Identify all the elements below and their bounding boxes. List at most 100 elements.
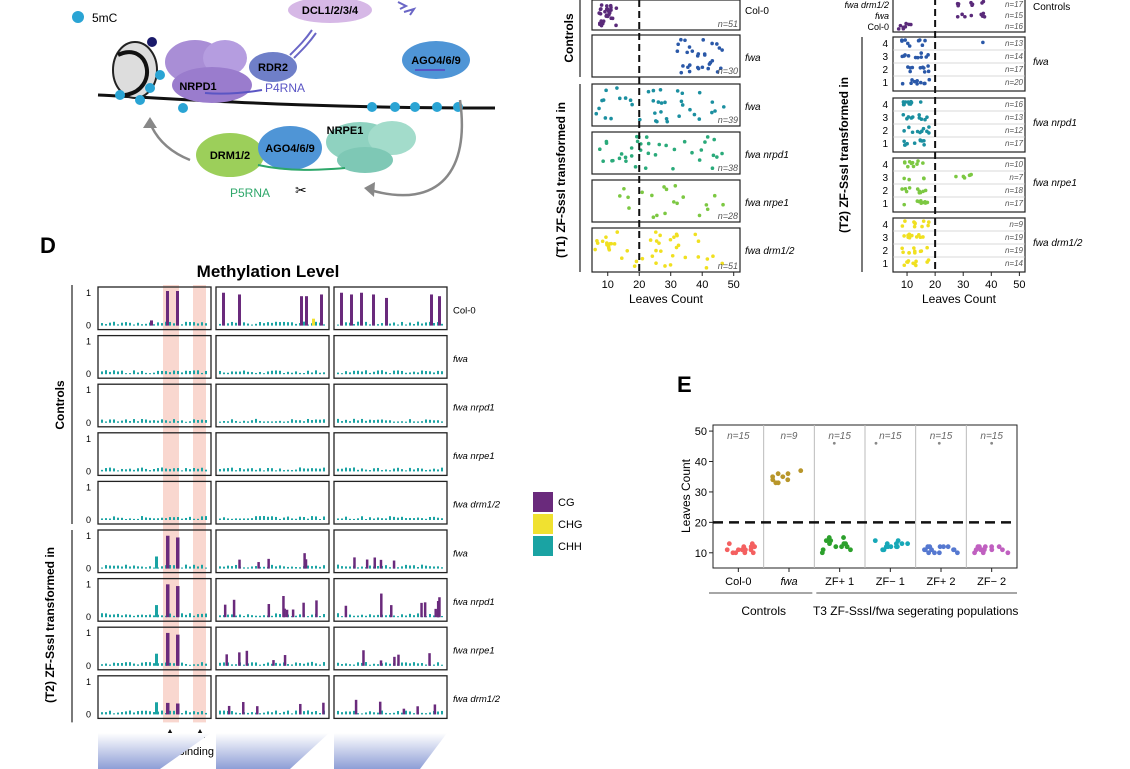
nrpd1-label: NRPD1: [179, 81, 216, 93]
panel-d-bar-chh: [385, 420, 387, 423]
panel-d-bar-chh: [283, 517, 285, 520]
panel-b-point: [676, 42, 680, 47]
panel-c-point: [901, 102, 906, 107]
panel-e-point: [823, 538, 829, 544]
panel-d-bar-cg: [365, 559, 369, 569]
panel-c-point: [907, 177, 911, 182]
panel-d-bar-chh: [377, 324, 379, 326]
panel-e-xtick-label: ZF− 1: [876, 576, 905, 588]
panel-c-point: [902, 160, 907, 164]
panel-d-row-label: fwa nrpd1: [453, 597, 495, 608]
panel-d-bar-chh: [283, 421, 285, 423]
panel-d-bar-chh: [323, 467, 325, 472]
panel-b-point: [664, 187, 669, 192]
dcl-label: DCL1/2/3/4: [302, 5, 359, 17]
panel-b-point: [618, 194, 622, 198]
panel-d-bar-chh: [101, 371, 103, 375]
panel-d-bar-chh: [397, 567, 399, 569]
panel-d-bar-chh: [189, 613, 191, 618]
panel-d-bar-chh: [189, 664, 191, 666]
panel-d-bar-chh: [263, 566, 265, 569]
panel-d-bar-chh: [397, 711, 399, 715]
panel-b-point: [705, 207, 710, 212]
panel-d-bar-chh: [291, 566, 293, 569]
panel-c-point: [925, 115, 929, 119]
panel-c-xtick-label: 20: [929, 279, 941, 291]
panel-d-bar-chh: [109, 371, 111, 375]
panel-d-bar-chh: [231, 467, 233, 472]
panel-b-point: [672, 147, 677, 152]
panel-b-point: [635, 139, 640, 144]
panel-c-group-label: fwa nrpd1: [1033, 118, 1077, 129]
panel-d-bar-chh: [437, 517, 439, 520]
panel-b-point: [607, 246, 611, 251]
panel-d-ytick-label: 0: [86, 321, 91, 331]
panel-d-legend-swatch: [533, 536, 553, 556]
panel-d-track-frame: [215, 480, 330, 525]
panel-b-point: [679, 70, 684, 75]
panel-c-point: [910, 130, 915, 135]
zf-binding-band: [193, 285, 206, 723]
panel-d-bar-chh: [133, 663, 135, 666]
panel-d-bar-chh: [291, 419, 293, 423]
panel-b-xtick-label: 30: [665, 279, 677, 291]
panel-d-bar-cg: [166, 584, 170, 618]
panel-d-bar-chh: [161, 663, 163, 666]
panel-d-letter: D: [40, 233, 56, 258]
panel-d-bar-chh: [413, 615, 415, 618]
panel-c-point: [903, 219, 907, 223]
panel-e-point: [785, 471, 791, 477]
panel-d-bar-chh: [341, 566, 343, 569]
panel-d-bar-cg: [354, 699, 358, 715]
panel-d-bar-chh: [311, 661, 313, 666]
panel-b-point: [683, 255, 688, 260]
panel-d-bar-chh: [361, 713, 363, 715]
panel-d-bar-cg: [402, 708, 406, 715]
panel-d-ytick-label: 0: [86, 709, 91, 719]
p5rna-label: P5RNA: [230, 186, 270, 200]
panel-d-bar-chh: [279, 322, 281, 326]
panel-d-row-label: Col-0: [453, 305, 476, 316]
panel-d-bar-chh: [425, 565, 427, 569]
panel-b-point: [697, 158, 702, 162]
panel-b-point: [687, 45, 692, 49]
panel-d-bar-chh: [227, 614, 229, 618]
panel-d-bar-chh: [377, 419, 379, 423]
panel-d-bar-chh: [117, 712, 119, 715]
panel-b-point: [630, 102, 634, 107]
panel-c-n-label: n=10: [1005, 160, 1024, 169]
panel-d-bar-chh: [429, 469, 431, 472]
panel-d-bar-cg: [436, 601, 440, 618]
panel-b-point: [634, 259, 639, 264]
panel-b-point: [686, 65, 690, 70]
panel-d-bar-chh: [193, 419, 195, 423]
panel-d-bar-chh: [311, 420, 313, 423]
panel-d-bar-chh: [267, 468, 269, 472]
panel-d-bar-chh: [401, 662, 403, 666]
panel-d-bar-chh: [275, 566, 277, 569]
panel-c-point: [917, 189, 922, 194]
panel-c-point: [926, 64, 930, 68]
panel-d-bar-chh: [295, 710, 297, 715]
panel-d-bar-chh: [153, 518, 155, 520]
panel-d-bar-chh: [219, 615, 221, 618]
panel-b-xtick-label: 20: [633, 279, 645, 291]
panel-d-track-frame: [215, 675, 330, 720]
panel-d-bar-chh: [377, 566, 379, 569]
panel-d-bar-chh: [377, 664, 379, 666]
panel-d-bar-chh: [409, 565, 411, 569]
panel-d-bar-chh: [155, 702, 158, 715]
panel-b-point: [687, 69, 692, 74]
panel-b-point: [697, 117, 702, 121]
panel-d-bar-chh: [349, 468, 351, 472]
panel-b-point: [638, 117, 642, 122]
panel-b-point: [624, 159, 628, 163]
panel-d-bar-chh: [299, 567, 301, 569]
5mc-legend-label: 5mC: [92, 11, 118, 25]
panel-d-track-frame: [333, 383, 448, 428]
panel-c-line-number: 3: [882, 52, 888, 63]
ago-mid-label: AGO4/6/9: [265, 143, 315, 155]
panel-d-bar-chh: [153, 372, 155, 375]
panel-d-bar-chh: [361, 614, 363, 618]
panel-d-bar-chh: [381, 370, 383, 375]
